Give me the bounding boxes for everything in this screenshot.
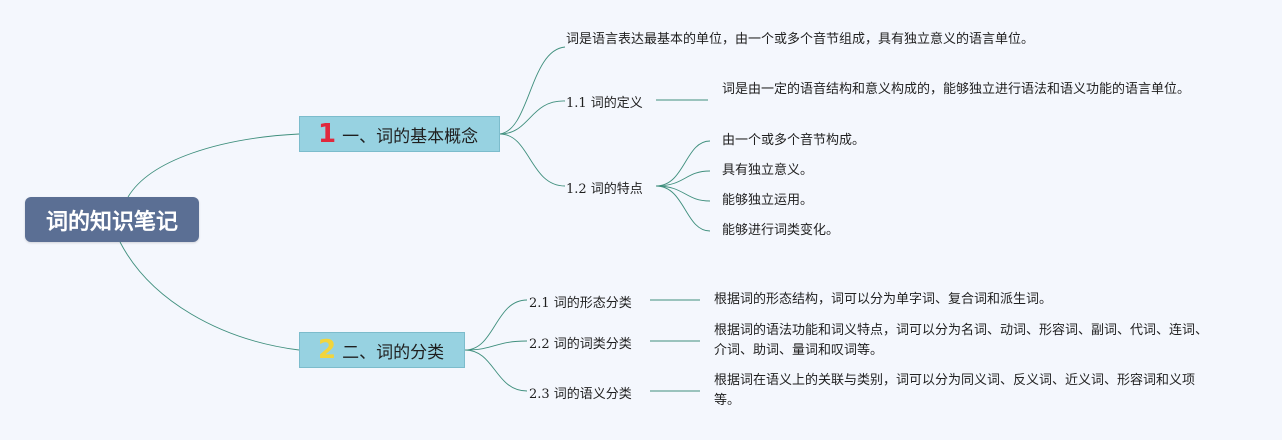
subtopic-2-1[interactable]: 2.1 词的形态分类 bbox=[529, 296, 632, 311]
main-topic-classification[interactable]: 2 二、词的分类 bbox=[299, 332, 465, 368]
leaf-feature-1[interactable]: 由一个或多个音节构成。 bbox=[722, 133, 866, 148]
leaf-definition[interactable]: 词是由一定的语音结构和意义构成的，能够独立进行语法和语义功能的语言单位。 bbox=[722, 82, 1191, 97]
link-b1-sub2 bbox=[499, 133, 566, 187]
subtopic-1-2[interactable]: 1.2 词的特点 bbox=[566, 182, 643, 197]
leaf-semantic[interactable]: 根据词在语义上的关联与类别，词可以分为同义词、反义词、近义词、形容词和义项等。 bbox=[714, 373, 1196, 408]
leaf-feature-4[interactable]: 能够进行词类变化。 bbox=[722, 223, 840, 238]
subtopic-1-1[interactable]: 1.1 词的定义 bbox=[566, 96, 643, 111]
number-one-icon: 1 bbox=[318, 119, 337, 149]
intro-node[interactable]: 词是语言表达最基本的单位，由一个或多个音节组成，具有独立意义的语言单位。 bbox=[566, 32, 1035, 47]
link-b2-sub2 bbox=[464, 340, 528, 351]
leaf-morphology[interactable]: 根据词的形态结构，词可以分为单字词、复合词和派生词。 bbox=[714, 292, 1053, 307]
link-root-branch2 bbox=[119, 241, 300, 351]
root-topic[interactable]: 词的知识笔记 bbox=[25, 197, 199, 242]
subtopic-2-3[interactable]: 2.3 词的语义分类 bbox=[529, 387, 632, 402]
subtopic-2-2[interactable]: 2.2 词的词类分类 bbox=[529, 337, 632, 352]
link-b1-sub1 bbox=[499, 100, 566, 135]
main-topic-label: 一、词的基本概念 bbox=[342, 126, 479, 147]
number-two-icon: 2 bbox=[318, 335, 337, 365]
leaf-word-class[interactable]: 根据词的语法功能和词义特点，词可以分为名词、动词、形容词、副词、代词、连词、介词… bbox=[714, 323, 1209, 358]
link-b1-intro bbox=[499, 46, 566, 135]
main-topic-label: 二、词的分类 bbox=[342, 342, 445, 363]
link-sub12-leaf1 bbox=[655, 140, 711, 187]
link-sub12-leaf2 bbox=[655, 170, 711, 187]
link-sub12-leaf4 bbox=[655, 185, 711, 232]
link-root-branch1 bbox=[127, 133, 300, 198]
main-topic-basic-concept[interactable]: 1 一、词的基本概念 bbox=[299, 116, 500, 152]
link-b2-sub3 bbox=[464, 349, 528, 392]
leaf-feature-2[interactable]: 具有独立意义。 bbox=[722, 163, 814, 178]
link-sub12-leaf3 bbox=[655, 185, 711, 202]
leaf-feature-3[interactable]: 能够独立运用。 bbox=[722, 193, 814, 208]
link-b2-sub1 bbox=[464, 299, 528, 351]
